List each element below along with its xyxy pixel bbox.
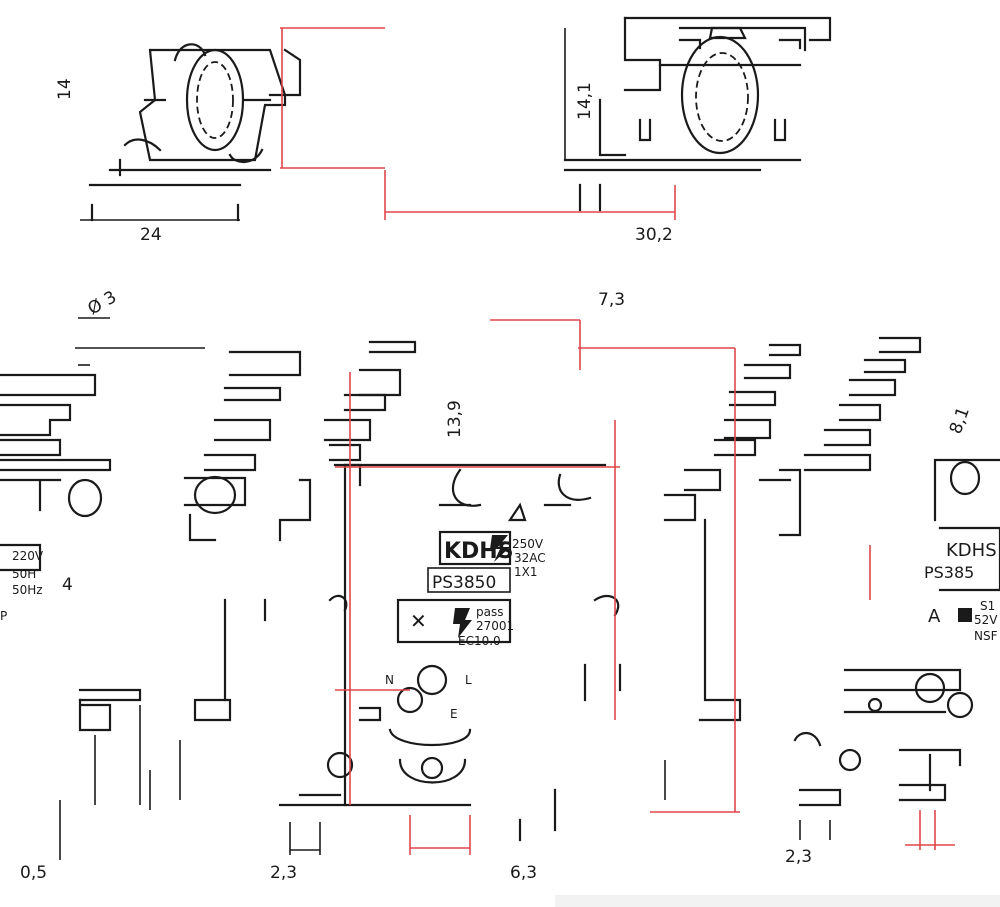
- left-plate-rating-1: 220V: [12, 549, 44, 563]
- bottom-band: [555, 895, 1000, 907]
- top-right-view: 14,1 30,2: [384, 16, 832, 245]
- bottom-middle-right-view: [614, 343, 802, 813]
- right-terminal-screw: [914, 672, 946, 704]
- dim-plate-side-height: 4: [62, 575, 73, 595]
- left-plate-rating-2: 50H: [12, 567, 36, 581]
- dim-bottom-screw-gap: 2,3: [270, 863, 297, 883]
- terminal-screw-left: [326, 751, 354, 779]
- dim-bottom-left-foot: 0,5: [20, 863, 47, 883]
- plate-cert-2: 27001: [476, 619, 514, 633]
- dim-bottom-center-foot: 6,3: [510, 863, 537, 883]
- right-plate-mark: A: [928, 606, 941, 627]
- right-plate-rating-1: S1: [980, 599, 995, 613]
- terminal-screw-top: [416, 664, 448, 696]
- dim-top-right-height: 14,1: [575, 82, 595, 120]
- dim-top-right-span: 30,2: [635, 225, 673, 245]
- bottom-right-view: KDHS PS385 A S1 52V NSF 8,1 2,3: [785, 336, 1000, 867]
- right-plate-model: PS385: [924, 563, 974, 582]
- plate-symbol: ✕: [410, 609, 427, 633]
- plate-cert-3: EC10.0: [458, 634, 501, 648]
- right-plate-rating-3: NSF: [974, 629, 998, 643]
- dim-top-left-width: 24: [140, 225, 162, 245]
- dim-bottom-right-side: 8,1: [946, 404, 974, 436]
- plate-rating-2: 32AC: [514, 551, 546, 565]
- dim-bottom-center-top: 7,3: [598, 290, 625, 310]
- left-plate-mark: P: [0, 609, 7, 623]
- dim-top-left-height: 14: [55, 78, 75, 100]
- plate-rating-1: 250V: [512, 537, 544, 551]
- bottom-left-view: 220V 50H 50Hz P 4 Ø 3 0,5: [0, 287, 205, 883]
- plate-rating-3: 1X1: [514, 565, 538, 579]
- left-plate-rating-3: 50Hz: [12, 583, 43, 597]
- dim-bottom-left-top: Ø 3: [85, 287, 121, 319]
- plate-model: PS3850: [432, 573, 496, 593]
- plate-brand-box: [438, 530, 512, 566]
- top-left-view: 14 24: [55, 27, 385, 245]
- terminal-screw-center: [420, 756, 444, 780]
- right-plate-brand: KDHS: [946, 540, 997, 561]
- terminal-e-label: E: [450, 707, 458, 721]
- bottom-second-view: [149, 350, 302, 810]
- bottom-center-view: KDHS 250V 32AC 1X1 PS3850 ✕ pass 27001 E…: [270, 290, 735, 883]
- dim-bottom-center-height: 13,9: [445, 400, 465, 438]
- right-plate-rating-2: 52V: [974, 613, 998, 627]
- terminal-l-label: L: [465, 673, 472, 687]
- plate-cert-1: pass: [476, 605, 503, 619]
- terminal-n-label: N: [385, 673, 394, 687]
- dim-bottom-right-foot: 2,3: [785, 847, 812, 867]
